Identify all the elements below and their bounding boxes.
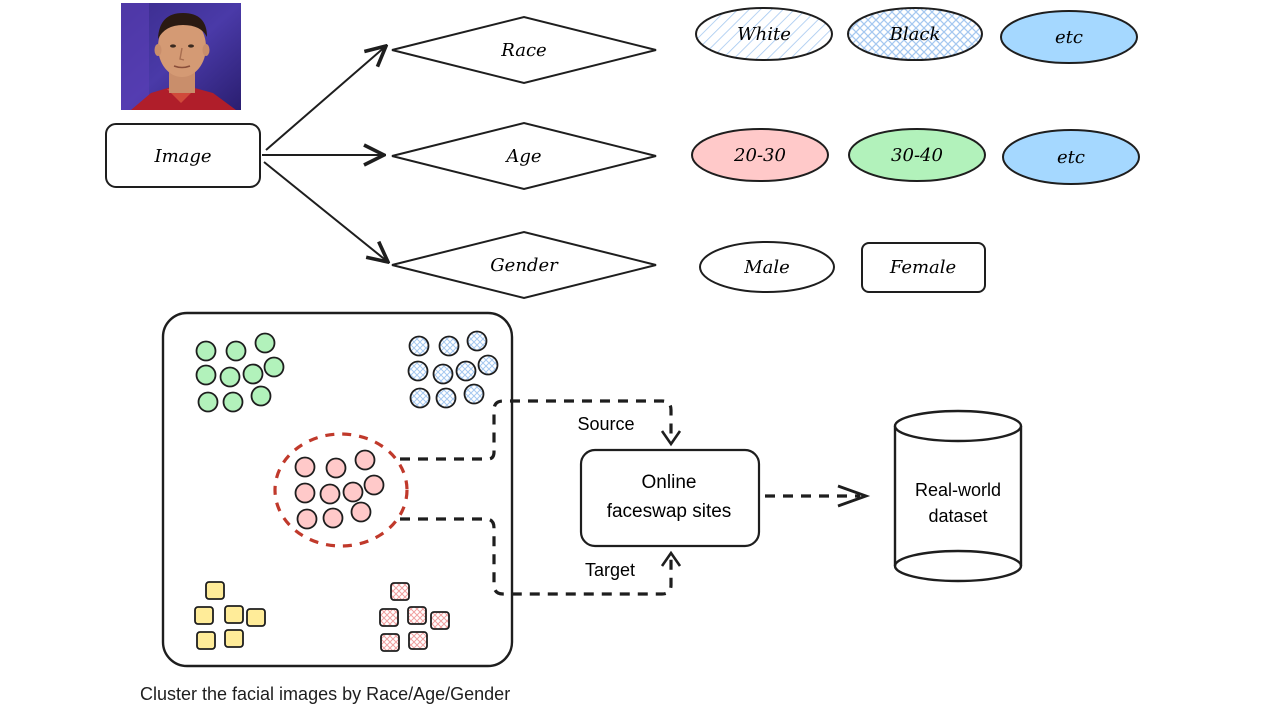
race-value-black-label: Black (889, 24, 941, 45)
cluster-yellow (194, 581, 266, 650)
gender-label: Gender (490, 255, 559, 276)
race-value-etc: etc (1000, 10, 1138, 64)
age-diamond: Age (391, 121, 657, 191)
age-value-etc-label: etc (1057, 147, 1085, 168)
race-value-black: Black (847, 7, 983, 61)
gender-value-male: Male (699, 241, 835, 293)
arrow-to-gender (263, 161, 388, 262)
dataset-label-line1: Real-world (915, 480, 1001, 500)
image-node: Image (105, 123, 261, 188)
race-diamond: Race (391, 15, 657, 85)
age-value-20-30: 20-30 (691, 128, 829, 182)
faceswap-sites-label-line1: Online (642, 472, 697, 493)
target-label: Target (585, 560, 635, 580)
age-value-30-40-label: 30-40 (891, 145, 943, 166)
race-value-etc-label: etc (1055, 27, 1083, 48)
race-value-white-label: White (737, 24, 791, 45)
image-to-attribute-arrows (262, 46, 388, 262)
source-connector (400, 399, 673, 461)
source-arrowhead (660, 430, 682, 447)
faceswap-sites-node: Online faceswap sites (579, 448, 761, 548)
face-photo (121, 3, 241, 110)
race-value-white: White (695, 7, 833, 61)
age-value-etc: etc (1002, 129, 1140, 185)
target-connector (400, 517, 673, 596)
faceswap-sites-label-line2: faceswap sites (607, 501, 732, 522)
cluster-blue (407, 330, 499, 409)
race-label: Race (500, 40, 546, 61)
source-label: Source (577, 414, 634, 434)
gender-value-male-label: Male (743, 257, 790, 278)
gender-diamond: Gender (391, 230, 657, 300)
age-value-30-40: 30-40 (848, 128, 986, 182)
to-dataset-arrowhead (837, 484, 871, 508)
cluster-pink-squares (379, 582, 450, 652)
cluster-green (195, 332, 285, 413)
arrow-to-race (265, 46, 386, 151)
dataset-cylinder: Real-world dataset (893, 409, 1023, 583)
age-label: Age (504, 146, 541, 167)
gender-value-female: Female (861, 242, 986, 293)
target-arrowhead (660, 550, 682, 567)
figure-caption: Cluster the facial images by Race/Age/Ge… (140, 684, 511, 704)
dataset-label-line2: dataset (928, 506, 987, 526)
image-node-label: Image (153, 146, 211, 167)
gender-value-female-label: Female (889, 257, 956, 278)
age-value-20-30-label: 20-30 (733, 145, 786, 166)
cluster-pink-selected (273, 432, 409, 548)
